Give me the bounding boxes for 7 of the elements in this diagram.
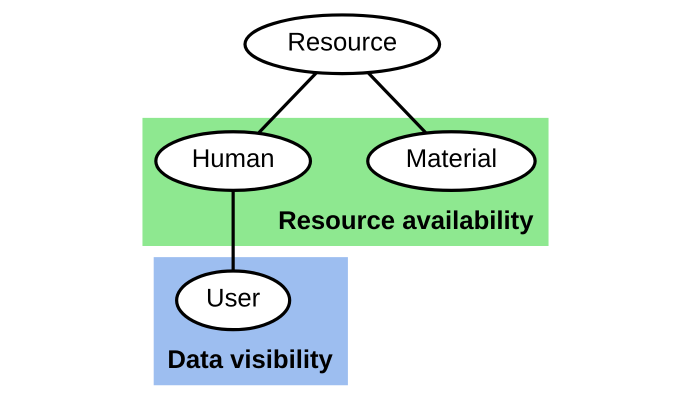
node-ellipse: Material [366, 130, 537, 192]
connector [232, 190, 235, 271]
node-ellipse: Resource [243, 13, 442, 76]
node-ellipse: User [175, 269, 292, 332]
connector [367, 72, 427, 134]
connector [258, 72, 318, 134]
node-ellipse: Human [154, 130, 312, 192]
